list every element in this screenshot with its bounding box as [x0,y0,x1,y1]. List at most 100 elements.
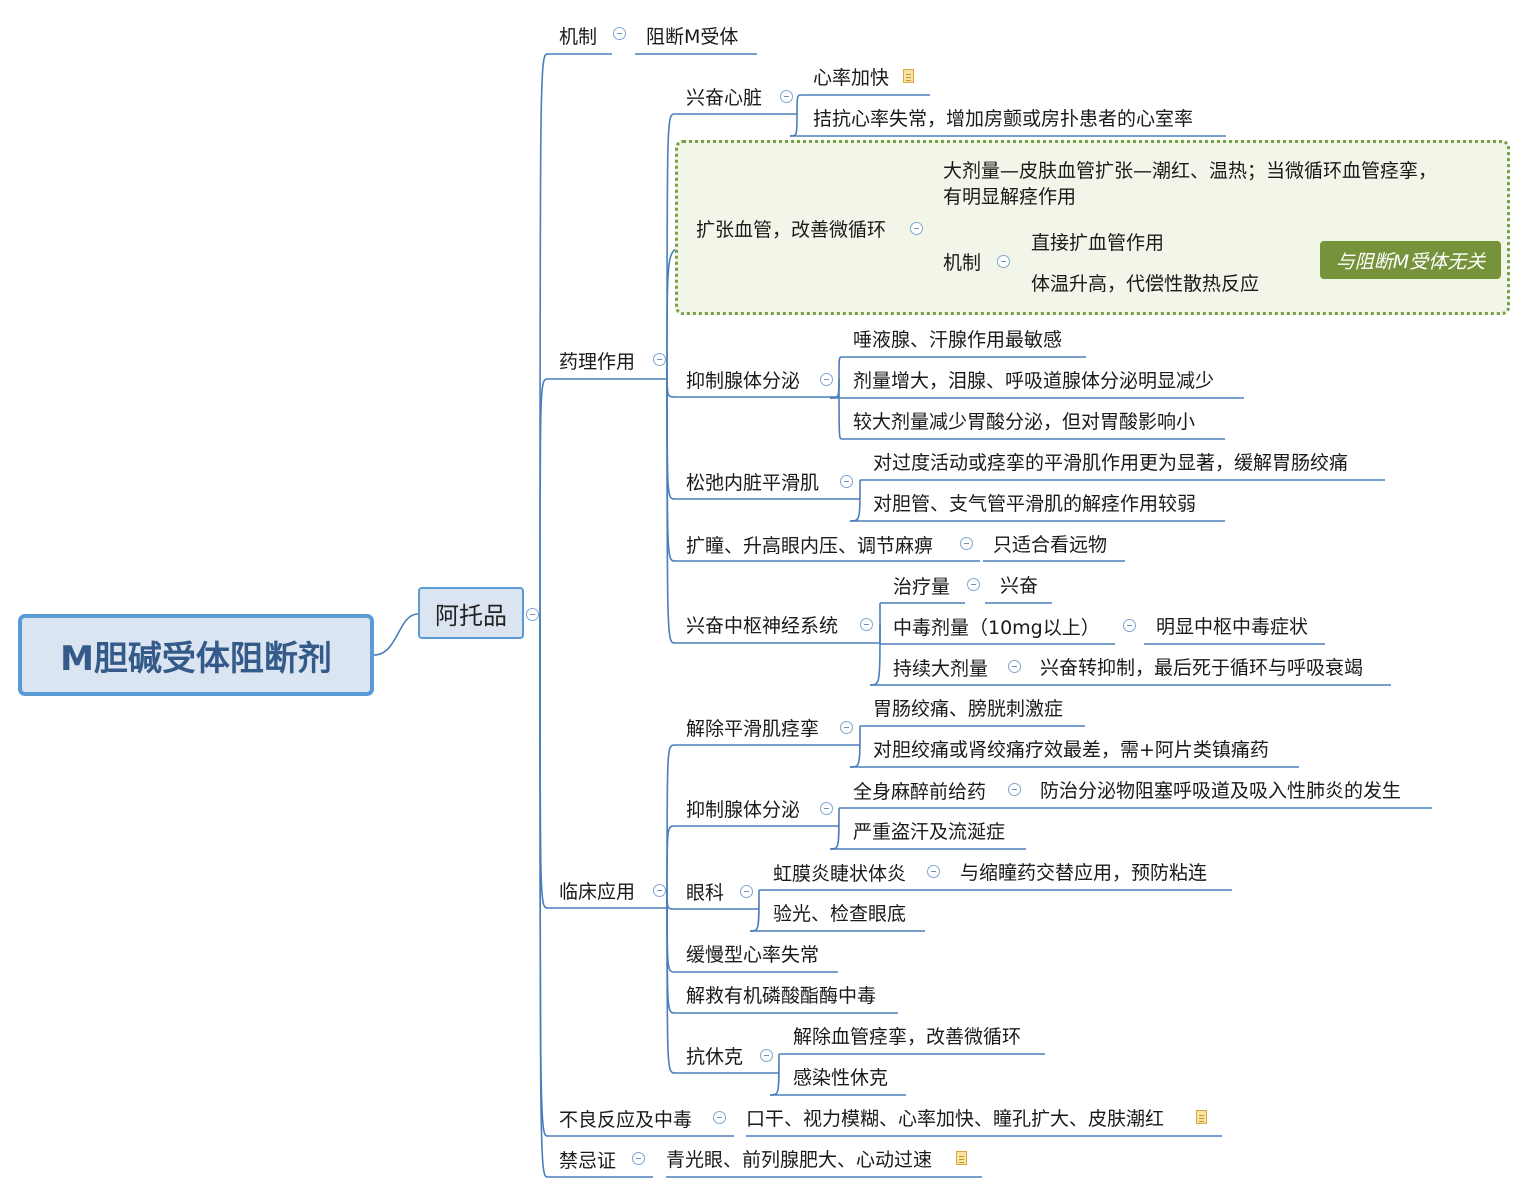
topic-n-gland-2[interactable]: 剂量增大，泪腺、呼吸道腺体分泌明显减少 [853,370,1215,392]
collapse-icon[interactable] [1123,619,1136,632]
topic-n-cgland[interactable]: 抑制腺体分泌 [686,799,801,821]
collapse-icon[interactable] [997,255,1010,268]
note-icon[interactable] [1196,1110,1207,1124]
topic-n-smooth[interactable]: 松弛内脏平滑肌 [686,472,820,494]
topic-n-adverse-1[interactable]: 口干、视力模糊、心率加快、瞳孔扩大、皮肤潮红 [746,1108,1165,1130]
note-icon[interactable] [903,69,914,83]
connector-line [859,479,863,482]
topic-n-vaso-2[interactable]: 机制 [943,252,982,274]
connector-line [539,53,549,615]
connector-line [838,356,843,380]
collapse-icon[interactable] [860,618,873,631]
central-topic-label: M胆碱受体阻断剂 [60,638,332,679]
topic-n-heart-1[interactable]: 心率加快 [813,67,890,89]
collapse-icon[interactable] [910,222,923,235]
connector-line [539,613,549,1178]
collapse-icon[interactable] [613,27,626,40]
topic-n-heart[interactable]: 兴奋心脏 [686,87,763,109]
topic-n-vaso-2a[interactable]: 直接扩血管作用 [1031,232,1165,254]
topic-n-ophth-2[interactable]: 验光、检查眼底 [773,903,907,925]
topic-n-brady[interactable]: 缓慢型心率失常 [686,944,820,966]
topic-n-cns[interactable]: 兴奋中枢神经系统 [686,615,839,637]
topic-n-gland[interactable]: 抑制腺体分泌 [686,370,801,392]
connector-line [796,94,803,115]
topic-n-vaso-2b[interactable]: 体温升高，代偿性散热反应 [1031,273,1260,295]
topic-n-cns-3[interactable]: 持续大剂量 [893,658,989,680]
topic-n-cgland-2[interactable]: 严重盗汗及流涎症 [853,821,1006,843]
collapse-icon[interactable] [820,373,833,386]
connector-line [539,378,549,615]
topic-n-cns-1a[interactable]: 兴奋 [1000,575,1039,597]
topic-n-vaso-1[interactable]: 大剂量—皮肤血管扩张—潮红、温热；当微循环血管痉挛，有明显解痉作用 [943,160,1438,208]
topic-n-shock-2[interactable]: 感染性休克 [793,1067,889,1089]
topic-n-spasm-2[interactable]: 对胆绞痛或肾绞痛疗效最差，需+阿片类镇痛药 [873,739,1269,761]
topic-n-pharm[interactable]: 药理作用 [559,351,636,373]
topic-n-cgland-1[interactable]: 全身麻醉前给药 [853,781,987,803]
topic-n-ophth-1[interactable]: 虹膜炎睫状体炎 [773,863,907,885]
topic-n-cgland-1a[interactable]: 防治分泌物阻塞呼吸道及吸入性肺炎的发生 [1040,780,1402,802]
topic-n-adverse[interactable]: 不良反应及中毒 [559,1109,693,1131]
topic-n-cns-1[interactable]: 治疗量 [893,576,951,598]
collapse-icon[interactable] [760,1049,773,1062]
topic-n-clin[interactable]: 临床应用 [559,881,636,903]
collapse-icon[interactable] [713,1111,726,1124]
collapse-icon[interactable] [840,721,853,734]
topic-n-contra-1[interactable]: 青光眼、前列腺肥大、心动过速 [666,1149,933,1171]
topic-n-eye-1[interactable]: 只适合看远物 [993,534,1108,556]
collapse-icon[interactable] [820,802,833,815]
topic-n-spasm[interactable]: 解除平滑肌痉挛 [686,718,820,740]
connector-line [838,378,843,440]
note-icon[interactable] [956,1151,967,1165]
topic-n-shock-1[interactable]: 解除血管痉挛，改善微循环 [793,1026,1022,1048]
connector-line [666,744,676,891]
connector-line [869,623,881,686]
collapse-icon[interactable] [967,578,980,591]
topic-n-mech[interactable]: 机制 [559,26,598,48]
topic-n-ophth-1a[interactable]: 与缩瞳药交替应用，预防粘连 [960,862,1208,884]
topic-n-cns-2[interactable]: 中毒剂量（10mg以上） [893,617,1100,639]
topic-n-eye[interactable]: 扩瞳、升高眼内压、调节麻痹 [686,535,934,557]
connector-line [666,825,676,891]
collapse-icon[interactable] [653,884,666,897]
connector-line [373,613,419,656]
connector-line [778,1053,783,1056]
topic-n-heart-2[interactable]: 拮抗心率失常，增加房颤或房扑患者的心室率 [813,108,1194,130]
topic-n-mech-1[interactable]: 阻断M受体 [646,26,739,48]
main-topic[interactable]: 阿托品 [418,587,524,639]
topic-n-gland-3[interactable]: 较大剂量减少胃酸分泌，但对胃酸影响小 [853,411,1196,433]
connector-line [758,889,763,892]
collapse-icon[interactable] [840,475,853,488]
collapse-icon[interactable] [927,865,940,878]
topic-n-shock[interactable]: 抗休克 [686,1046,744,1068]
collapse-icon[interactable] [632,1152,645,1165]
connector-line [849,480,861,522]
connector-line [666,367,676,500]
topic-n-spasm-1[interactable]: 胃肠绞痛、膀胱刺激症 [873,698,1064,720]
main-topic-label: 阿托品 [435,601,507,630]
collapse-icon[interactable] [780,90,793,103]
collapse-icon[interactable] [1008,660,1021,673]
topic-n-ophth[interactable]: 眼科 [686,882,725,904]
collapse-icon[interactable] [1008,783,1021,796]
topic-n-contra[interactable]: 禁忌证 [559,1150,617,1172]
boundary-box [675,140,1510,315]
collapse-icon[interactable] [960,537,973,550]
connector-line [666,367,676,398]
topic-n-vaso[interactable]: 扩张血管，改善微循环 [696,219,887,241]
collapse-icon[interactable] [526,608,539,621]
topic-n-gland-1[interactable]: 唾液腺、汗腺作用最敏感 [853,329,1063,351]
collapse-icon[interactable] [653,353,666,366]
collapse-icon[interactable] [740,885,753,898]
callout-label[interactable]: 与阻断M受体无关 [1320,241,1501,279]
central-topic[interactable]: M胆碱受体阻断剂 [18,614,374,696]
connector-line [666,889,676,1074]
connector-line [789,113,798,137]
topic-n-op[interactable]: 解救有机磷酸酯酶中毒 [686,985,877,1007]
topic-n-smooth-1[interactable]: 对过度活动或痉挛的平滑肌作用更为显著，缓解胃肠绞痛 [873,452,1349,474]
topic-n-cns-2a[interactable]: 明显中枢中毒症状 [1156,616,1309,638]
topic-n-smooth-2[interactable]: 对胆管、支气管平滑肌的解痉作用较弱 [873,493,1197,515]
connector-line [666,367,676,644]
topic-n-cns-3a[interactable]: 兴奋转抑制，最后死于循环与呼吸衰竭 [1040,657,1364,679]
